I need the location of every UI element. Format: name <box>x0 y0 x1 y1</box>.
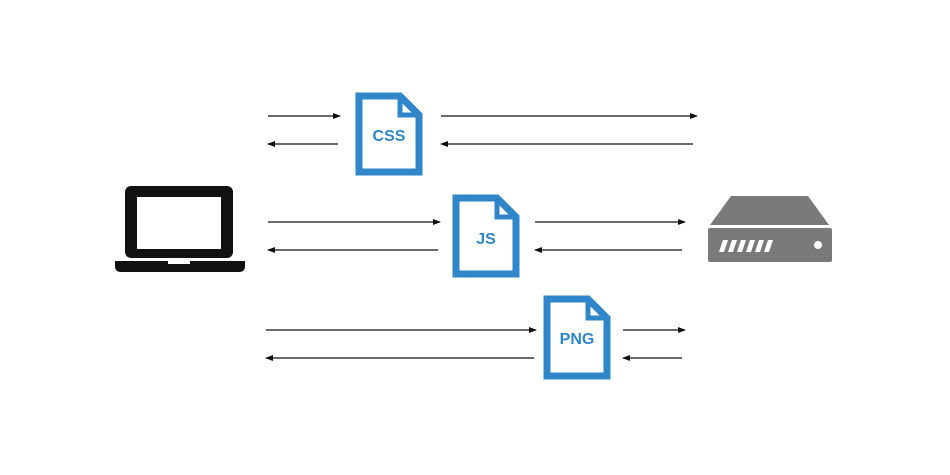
file-label-js: JS <box>476 231 496 248</box>
file-css: CSS <box>355 92 423 176</box>
file-js: JS <box>452 194 520 278</box>
file-label-css: CSS <box>373 128 406 145</box>
laptop-icon <box>115 186 245 272</box>
file-label-png: PNG <box>560 331 595 348</box>
server-icon <box>708 196 832 262</box>
file-png: PNG <box>543 295 611 380</box>
